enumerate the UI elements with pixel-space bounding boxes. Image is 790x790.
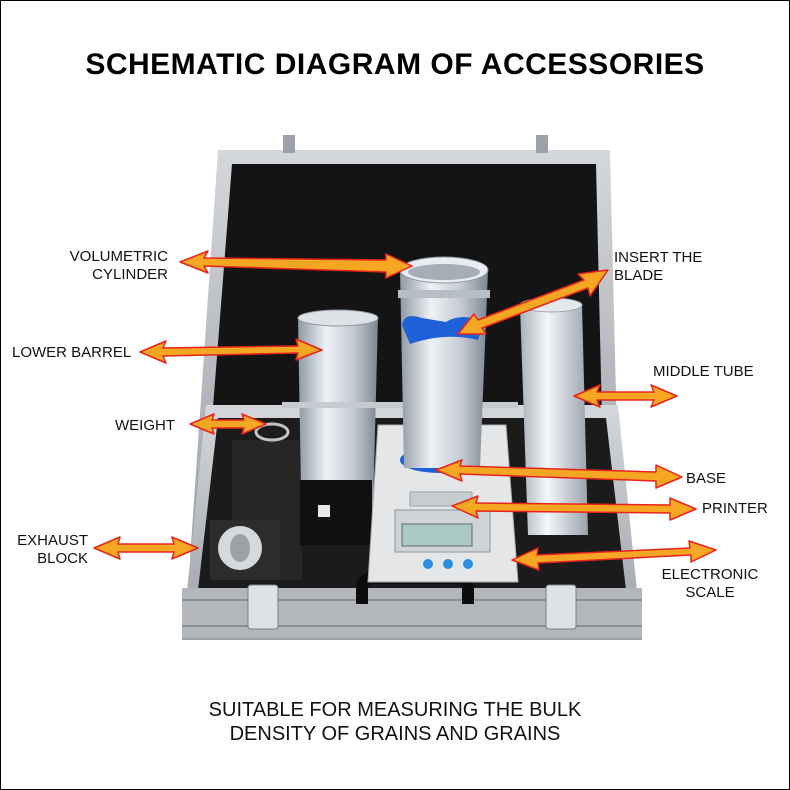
label-line: BLADE — [614, 267, 664, 284]
middle-tube — [519, 297, 588, 535]
label-line: CYLINDER — [92, 266, 168, 283]
arrow-base — [435, 459, 683, 489]
label-line: EXHAUST — [17, 532, 88, 549]
label-middle-tube: MIDDLE TUBE — [653, 363, 754, 380]
label-printer: PRINTER — [702, 500, 768, 517]
arrow-lower-barrel — [139, 338, 323, 364]
lower-barrel — [297, 309, 379, 545]
page-title: SCHEMATIC DIAGRAM OF ACCESSORIES — [85, 48, 705, 81]
weight-ring — [254, 422, 290, 442]
label-line: ELECTRONIC — [661, 566, 759, 583]
arrow-printer — [451, 495, 697, 521]
label-exhaust-block: EXHAUST BLOCK — [10, 532, 88, 568]
arrow-electronic-scale — [511, 540, 717, 571]
arrow-volumetric-cylinder — [179, 250, 413, 279]
foam-compartments — [210, 440, 302, 580]
label-line: BLOCK — [37, 550, 88, 567]
arrow-insert-the-blade — [457, 269, 609, 335]
label-weight: WEIGHT — [115, 417, 175, 434]
caption: SUITABLE FOR MEASURING THE BULK DENSITY … — [0, 698, 790, 746]
caption-line: DENSITY OF GRAINS AND GRAINS — [229, 723, 561, 745]
arrow-exhaust-block — [93, 536, 199, 560]
caption-line: SUITABLE FOR MEASURING THE BULK — [208, 699, 582, 721]
volumetric-cylinder — [398, 256, 490, 468]
rod — [282, 402, 518, 408]
label-line: VOLUMETRIC — [69, 248, 168, 265]
label-volumetric-cylinder: VOLUMETRIC CYLINDER — [52, 248, 168, 284]
label-line: SCALE — [685, 584, 735, 601]
arrow-middle-tube — [573, 384, 678, 408]
label-insert-the-blade: INSERT THE BLADE — [614, 249, 702, 285]
label-line: INSERT THE — [614, 249, 703, 266]
label-base: BASE — [686, 470, 727, 487]
label-electronic-scale: ELECTRONIC SCALE — [654, 566, 766, 602]
arrows — [93, 250, 717, 571]
label-lower-barrel: LOWER BARREL — [12, 344, 132, 361]
arrow-weight — [189, 413, 267, 435]
